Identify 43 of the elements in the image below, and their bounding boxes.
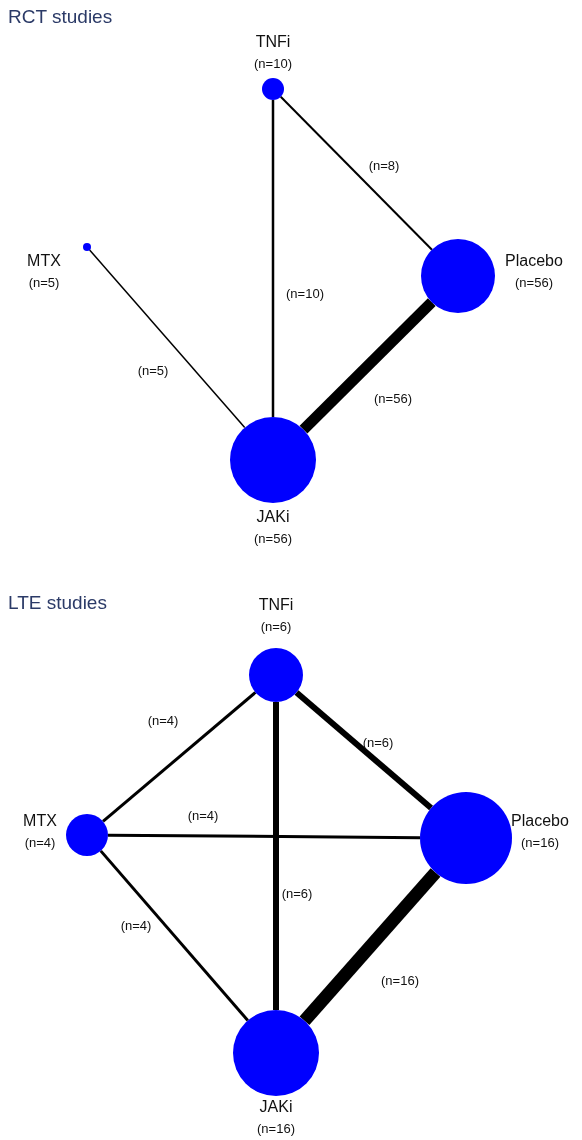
connector-line — [88, 249, 246, 429]
node-name: TNFi — [258, 596, 294, 614]
study-count: (n=5) — [28, 275, 60, 290]
edge-label: (n=6) — [362, 734, 394, 750]
node-circle — [83, 243, 91, 251]
edge-label: (n=5) — [137, 362, 169, 378]
study-count: (n=56) — [515, 275, 553, 290]
study-count: (n=10) — [254, 56, 292, 71]
connector-line — [102, 691, 257, 823]
connector-line — [299, 298, 436, 434]
node-circle — [262, 78, 284, 100]
node-name: JAKi — [259, 1098, 293, 1116]
edge-label: (n=4) — [187, 807, 219, 823]
edge-label: (n=4) — [120, 917, 152, 933]
node-name: Placebo — [505, 252, 563, 270]
connector-line — [108, 833, 420, 840]
node-name: MTX — [27, 252, 61, 270]
section-title: LTE studies — [8, 592, 107, 614]
node-circle — [421, 239, 495, 313]
edge-label: (n=16) — [381, 972, 419, 988]
connector-line — [271, 100, 275, 417]
section-title: RCT studies — [8, 6, 113, 28]
node-name: TNFi — [255, 33, 291, 51]
node-circle — [66, 814, 108, 856]
connector-line — [294, 690, 434, 811]
edge-label: (n=56) — [374, 390, 412, 406]
node-name: MTX — [23, 812, 57, 830]
edge-label: (n=6) — [281, 885, 313, 901]
edge-label: (n=8) — [368, 157, 400, 173]
connector-line — [279, 95, 433, 251]
study-count: (n=4) — [24, 835, 56, 850]
study-count: (n=56) — [254, 531, 292, 546]
study-count: (n=6) — [260, 619, 292, 634]
node-circle — [249, 648, 303, 702]
connector-line — [273, 702, 279, 1010]
connector-line — [299, 868, 441, 1026]
node-name: JAKi — [256, 508, 290, 526]
edge-label: (n=10) — [286, 285, 324, 301]
connector-line — [99, 849, 249, 1022]
study-count: (n=16) — [521, 835, 559, 850]
edge-label: (n=4) — [147, 712, 179, 728]
node-name: Placebo — [511, 812, 569, 830]
study-count: (n=16) — [257, 1121, 295, 1136]
